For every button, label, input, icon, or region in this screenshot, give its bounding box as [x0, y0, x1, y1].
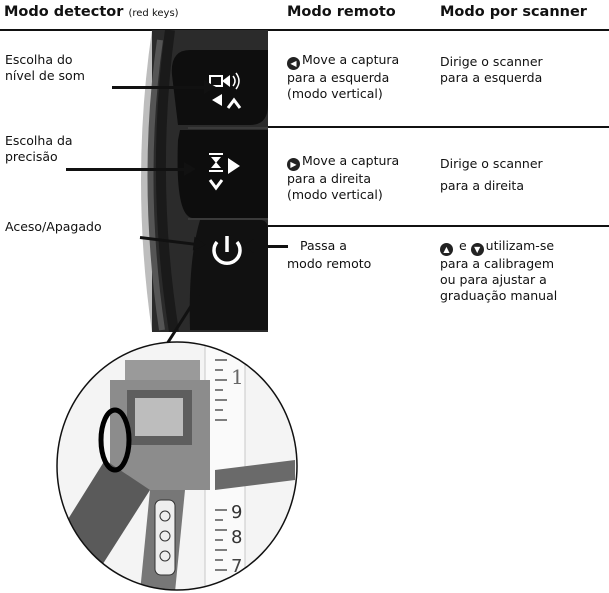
row-rule-1: [265, 126, 609, 128]
scanner-row-3-line3: ou para ajustar a: [440, 272, 547, 287]
remote-row-2-line2: para a direita: [287, 171, 371, 186]
precision-icon: [209, 153, 223, 172]
arrow-down-icon: ▼: [470, 243, 484, 256]
remote-row-1-line1: Move a captura: [302, 52, 400, 67]
receiver-closeup-image: 1 9 8 7: [56, 341, 298, 591]
label-precision: Escolha da precisão: [5, 133, 73, 165]
rod-digit-8: 8: [231, 527, 242, 548]
rod-digit-1: 1: [231, 365, 244, 389]
remote-row-1-line2: para a esquerda: [287, 70, 390, 85]
scanner-row-1: Dirige o scanner para a esquerda: [440, 54, 543, 86]
header-detector-label: Modo detector: [4, 4, 124, 20]
scanner-row-2-line1: Dirige o scanner: [440, 156, 543, 171]
label-precision-line2: precisão: [5, 149, 58, 164]
scanner-row-2: Dirige o scanner para a direita: [440, 153, 543, 197]
remote-row-2: ▶Move a captura para a direita (modo ver…: [287, 153, 399, 203]
remote-row-2-line1: Move a captura: [302, 153, 400, 168]
arrow-down-icon: [208, 179, 224, 191]
scanner-row-3-line2: para a calibragem: [440, 256, 555, 271]
scanner-row-2-line2: para a direita: [440, 178, 524, 193]
scanner-row-3-conj: e: [458, 238, 467, 253]
label-sound: Escolha do nível de som: [5, 52, 85, 84]
header-detector-note: (red keys): [128, 8, 179, 19]
arrow-up-icon: ▲: [440, 243, 453, 256]
rod-digit-9: 9: [231, 502, 242, 523]
scanner-row-3-line1: utilizam-se: [485, 238, 555, 253]
label-sound-line1: Escolha do: [5, 52, 73, 67]
label-precision-line1: Escolha da: [5, 133, 73, 148]
label-power: Aceso/Apagado: [5, 219, 102, 234]
scanner-row-3: ▲ e ▼utilizam-se para a calibragem ou pa…: [440, 238, 557, 304]
arrow-icon: [66, 162, 196, 176]
remote-row-1: ◀Move a captura para a esquerda (modo ve…: [287, 52, 399, 102]
arrow-left-icon: [212, 94, 222, 106]
row-rule-2: [265, 225, 609, 227]
highlight-ring: [98, 407, 132, 473]
power-icon: [212, 236, 242, 266]
arrow-up-icon: [226, 97, 242, 109]
arrow-right-icon: [228, 158, 240, 174]
arrow-right-icon: ▶: [287, 158, 300, 171]
remote-row-1-line3: (modo vertical): [287, 86, 383, 101]
header-remote: Modo remoto: [287, 4, 396, 20]
label-sound-line2: nível de som: [5, 68, 85, 83]
header-rule: [0, 29, 609, 31]
header-scanner: Modo por scanner: [440, 4, 587, 20]
scanner-row-1-line2: para a esquerda: [440, 70, 543, 85]
remote-row-3-line1: Passa a: [300, 238, 347, 253]
remote-row-3-line2: modo remoto: [287, 256, 372, 271]
scanner-row-1-line1: Dirige o scanner: [440, 54, 543, 69]
header-detector: Modo detector (red keys): [4, 4, 179, 20]
arrow-left-icon: ◀: [287, 57, 300, 70]
keypad-image: [141, 30, 268, 332]
arrow-icon: [242, 239, 288, 253]
scanner-row-3-line4: graduação manual: [440, 288, 558, 303]
remote-row-2-line3: (modo vertical): [287, 187, 383, 202]
arrow-icon: [112, 80, 216, 94]
rod-digit-7: 7: [231, 556, 242, 577]
